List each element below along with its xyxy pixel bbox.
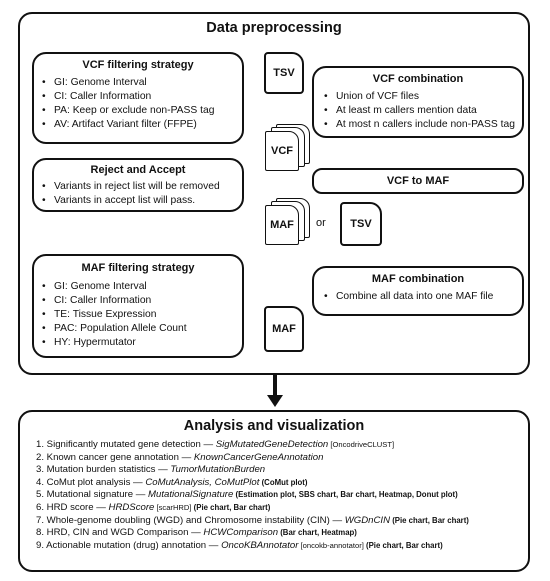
list-item: GI: Genome Interval — [42, 280, 187, 294]
list-item: 9. Actionable mutation (drug) annotation… — [36, 539, 443, 551]
vcf-combination-title: VCF combination — [372, 73, 464, 85]
tsv-top-label: TSV — [273, 67, 295, 79]
list-item: PAC: Population Allele Count — [42, 322, 187, 336]
vcf-label: VCF — [271, 145, 293, 157]
reject-accept-box: Reject and Accept Variants in reject lis… — [32, 158, 244, 212]
vcf-to-maf-box: VCF to MAF — [312, 168, 524, 194]
maf-combination-box: MAF combination Combine all data into on… — [312, 266, 524, 316]
list-item: 8. HRD, CIN and WGD Comparison — HCWComp… — [36, 527, 357, 539]
maf-file-stack: MAF — [262, 198, 312, 248]
reject-accept-list: Variants in reject list will be removed … — [42, 180, 220, 208]
vcf-filtering-box: VCF filtering strategy GI: Genome Interv… — [32, 52, 244, 144]
tsv-mid-label: TSV — [350, 218, 372, 230]
list-item: Union of VCF files — [324, 90, 515, 104]
maf-card-front: MAF — [265, 205, 299, 245]
or-label: or — [316, 217, 326, 229]
list-item: At least m callers mention data — [324, 104, 515, 118]
list-item: AV: Artifact Variant filter (FFPE) — [42, 118, 214, 132]
vcf-file-stack: VCF — [262, 124, 312, 174]
maf-filtering-title: MAF filtering strategy — [81, 262, 195, 274]
list-item: 6. HRD score — HRDScore [scarHRD] (Pie c… — [36, 501, 271, 513]
list-item: Variants in accept list will pass. — [42, 194, 220, 208]
list-item: 4. CoMut plot analysis — CoMutAnalysis, … — [36, 476, 308, 488]
reject-accept-title: Reject and Accept — [90, 164, 186, 176]
list-item: 1. Significantly mutated gene detection … — [36, 439, 395, 450]
list-item: 2. Known cancer gene annotation — KnownC… — [36, 451, 324, 463]
list-item: 5. Mutational signature — MutationalSign… — [36, 489, 458, 501]
analysis-panel: Analysis and visualization 1. Significan… — [18, 410, 530, 572]
list-item: CI: Caller Information — [42, 294, 187, 308]
tsv-file-mid: TSV — [340, 202, 382, 246]
vcf-card-front: VCF — [265, 131, 299, 171]
maf-mid-label: MAF — [270, 219, 294, 231]
list-item: CI: Caller Information — [42, 90, 214, 104]
list-item: GI: Genome Interval — [42, 76, 214, 90]
maf-bottom-label: MAF — [272, 323, 296, 335]
analysis-title: Analysis and visualization — [183, 418, 365, 434]
list-item: HY: Hypermutator — [42, 336, 187, 350]
maf-combination-title: MAF combination — [371, 273, 465, 285]
vcf-to-maf-title: VCF to MAF — [386, 175, 450, 187]
vcf-filtering-title: VCF filtering strategy — [82, 59, 194, 71]
maf-filtering-list: GI: Genome Interval CI: Caller Informati… — [42, 280, 187, 350]
list-item: 7. Whole-genome doubling (WGD) and Chrom… — [36, 514, 469, 526]
list-item: Combine all data into one MAF file — [324, 290, 493, 304]
preprocessing-title: Data preprocessing — [206, 20, 342, 36]
tsv-file-top: TSV — [264, 52, 304, 94]
vcf-filtering-list: GI: Genome Interval CI: Caller Informati… — [42, 76, 214, 132]
maf-combination-list: Combine all data into one MAF file — [324, 290, 493, 304]
list-item: 3. Mutation burden statistics — TumorMut… — [36, 464, 266, 476]
vcf-combination-list: Union of VCF files At least m callers me… — [324, 90, 515, 132]
list-item: Variants in reject list will be removed — [42, 180, 220, 194]
maf-filtering-box: MAF filtering strategy GI: Genome Interv… — [32, 254, 244, 358]
analysis-list: 1. Significantly mutated gene detection … — [36, 439, 469, 552]
list-item: TE: Tissue Expression — [42, 308, 187, 322]
list-item: PA: Keep or exclude non-PASS tag — [42, 104, 214, 118]
list-item: At most n callers include non-PASS tag — [324, 118, 515, 132]
vcf-combination-box: VCF combination Union of VCF files At le… — [312, 66, 524, 138]
maf-file-bottom: MAF — [264, 306, 304, 352]
